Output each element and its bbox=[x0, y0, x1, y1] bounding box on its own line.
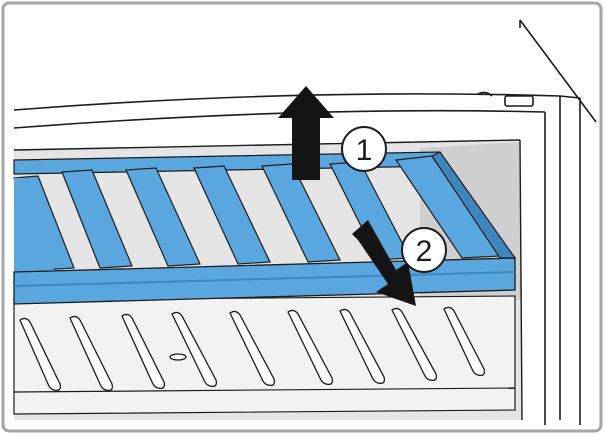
step-2-label: 2 bbox=[416, 235, 433, 268]
step-1-label: 1 bbox=[356, 134, 373, 167]
down-right-arrow bbox=[352, 220, 416, 306]
step-2-marker: 2 bbox=[401, 227, 447, 273]
vent-slots bbox=[19, 306, 486, 392]
step-1-marker: 1 bbox=[341, 126, 387, 172]
up-arrow bbox=[278, 86, 334, 180]
lower-panel bbox=[13, 295, 516, 415]
